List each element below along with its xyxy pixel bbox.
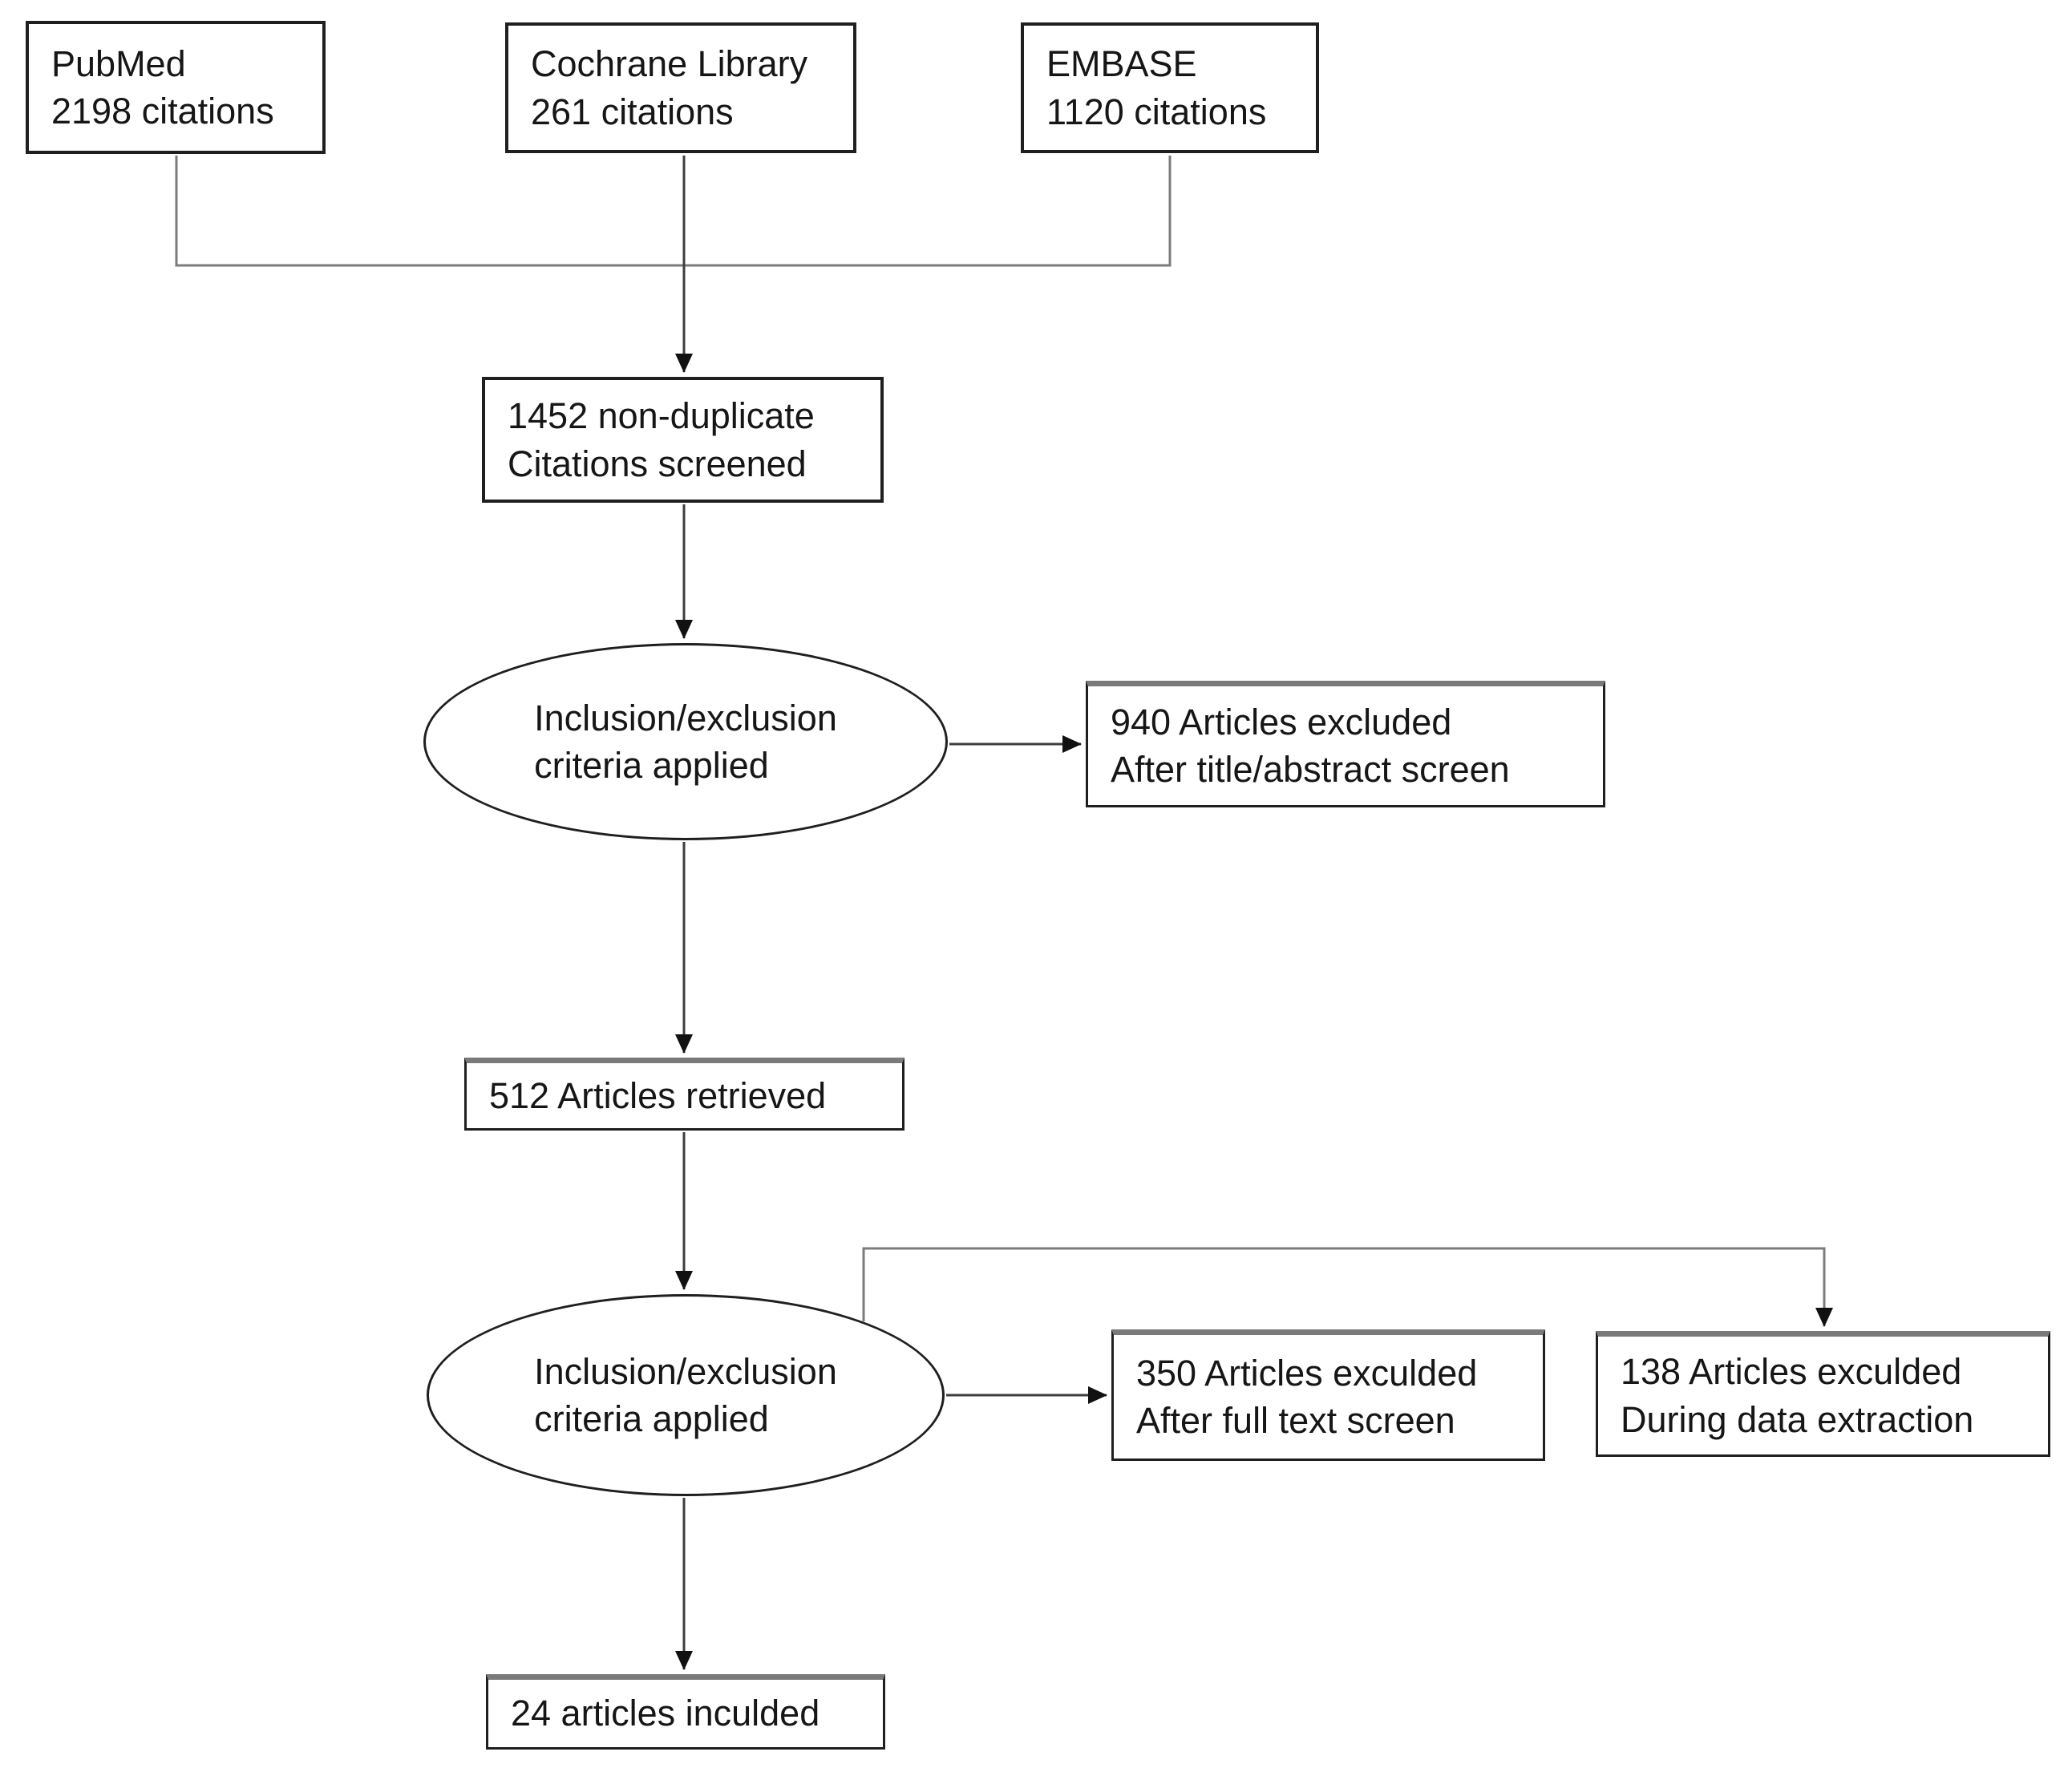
node-text-line: 24 articles inculded — [511, 1693, 820, 1734]
node-text-line: Inclusion/exclusion — [534, 1350, 837, 1392]
box-excluded-data-extraction: 138 Articles exculded During data extrac… — [1596, 1331, 2050, 1457]
node-text-line: EMBASE — [1046, 43, 1197, 85]
ellipse-criteria-2: Inclusion/exclusion criteria applied — [427, 1294, 945, 1496]
node-text-line: After title/abstract screen — [1111, 749, 1510, 790]
node-text-line: 940 Articles excluded — [1111, 701, 1452, 742]
node-text-line: 1452 non-duplicate — [508, 395, 815, 437]
source-box-cochrane: Cochrane Library 261 citations — [505, 22, 856, 153]
box-excluded-full-text: 350 Articles exculded After full text sc… — [1111, 1329, 1545, 1461]
ellipse-text: Inclusion/exclusion criteria applied — [534, 694, 837, 790]
node-text-line: 512 Articles retrieved — [489, 1074, 827, 1116]
source-box-pubmed: PubMed 2198 citations — [26, 21, 326, 154]
source-box-embase: EMBASE 1120 citations — [1021, 22, 1319, 153]
box-excluded-title-abstract: 940 Articles excluded After title/abstra… — [1086, 681, 1605, 807]
node-text-line: 350 Articles exculded — [1136, 1352, 1478, 1394]
node-text-line: After full text screen — [1136, 1400, 1455, 1441]
ellipse-criteria-1: Inclusion/exclusion criteria applied — [423, 643, 948, 840]
box-retrieved: 512 Articles retrieved — [464, 1058, 904, 1131]
node-text-line: 2198 citations — [51, 91, 274, 131]
node-text-line: 261 citations — [531, 91, 734, 132]
node-text-line: Citations screened — [508, 443, 807, 484]
ellipse-text: Inclusion/exclusion criteria applied — [534, 1348, 837, 1443]
connector-criteria2-to-excluded138 — [862, 1247, 1833, 1327]
node-text-line: criteria applied — [534, 745, 769, 786]
node-text-line: Inclusion/exclusion — [534, 697, 837, 738]
node-text-line: During data extraction — [1621, 1398, 1974, 1440]
connector-sources-elbow — [175, 156, 1172, 267]
box-screened: 1452 non-duplicate Citations screened — [482, 377, 884, 503]
node-text-line: Cochrane Library — [531, 43, 808, 85]
node-text-line: PubMed — [51, 42, 186, 84]
node-text-line: 138 Articles exculded — [1621, 1351, 1962, 1393]
node-text-line: criteria applied — [534, 1398, 769, 1439]
box-included: 24 articles inculded — [486, 1674, 885, 1750]
node-text-line: 1120 citations — [1046, 91, 1267, 132]
